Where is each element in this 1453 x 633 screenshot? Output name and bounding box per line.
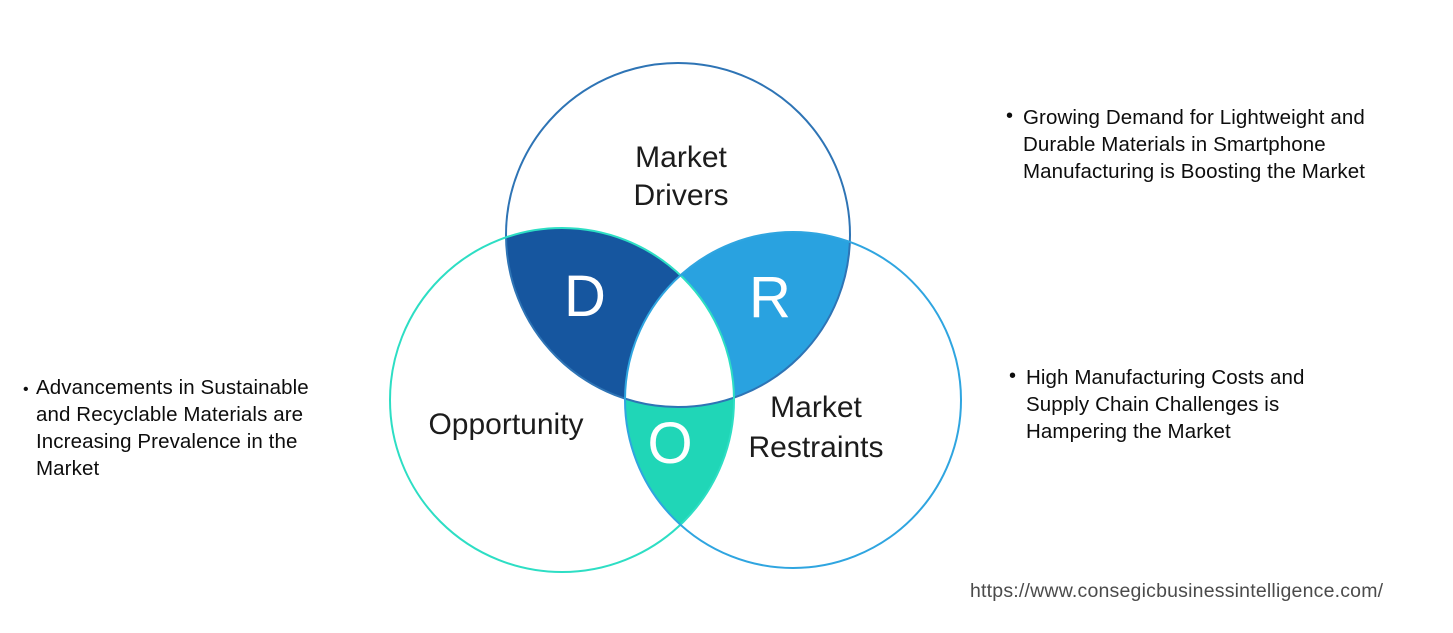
letter-d: D — [564, 264, 606, 329]
note-line: High Manufacturing Costs and — [1026, 366, 1305, 389]
right-top-note: • Growing Demand for Lightweight and Dur… — [1006, 104, 1366, 185]
center-overlap-region — [625, 232, 734, 407]
opportunity-circle-outline — [389, 227, 735, 573]
note-line: Supply Chain Challenges is — [1026, 393, 1280, 416]
bullet-icon: • — [1006, 105, 1014, 127]
letter-r: R — [749, 265, 791, 330]
letter-o: O — [647, 411, 692, 476]
left-note: • Advancements in Sustainable and Recycl… — [23, 374, 309, 482]
note-line: Growing Demand for Lightweight and — [1023, 106, 1365, 129]
website-url: https://www.consegicbusinessintelligence… — [970, 580, 1384, 602]
note-line: Durable Materials in Smartphone — [1023, 133, 1326, 156]
note-line: Increasing Prevalence in the — [36, 430, 298, 453]
restraints-circle-outline — [624, 231, 962, 569]
venn-diagram: D R O Market Drivers Opportunity Market … — [389, 62, 962, 573]
opportunity-label: Opportunity — [428, 408, 583, 441]
restraints-label-line2: Restraints — [748, 431, 883, 464]
note-line: and Recyclable Materials are — [36, 403, 304, 426]
note-line: Market — [36, 457, 100, 480]
restraints-label-line1: Market — [770, 391, 862, 424]
note-line: Manufacturing is Boosting the Market — [1023, 160, 1366, 183]
drivers-circle-outline — [505, 62, 851, 408]
note-line: Advancements in Sustainable — [36, 376, 309, 399]
bullet-icon: • — [1009, 365, 1017, 387]
drivers-label-line1: Market — [635, 141, 727, 174]
right-bottom-note: • High Manufacturing Costs and Supply Ch… — [1009, 364, 1305, 445]
bullet-icon: • — [23, 381, 29, 398]
venn-diagram-container: D R O Market Drivers Opportunity Market … — [380, 55, 980, 580]
note-line: Hampering the Market — [1026, 420, 1231, 443]
drivers-label-line2: Drivers — [634, 179, 729, 212]
